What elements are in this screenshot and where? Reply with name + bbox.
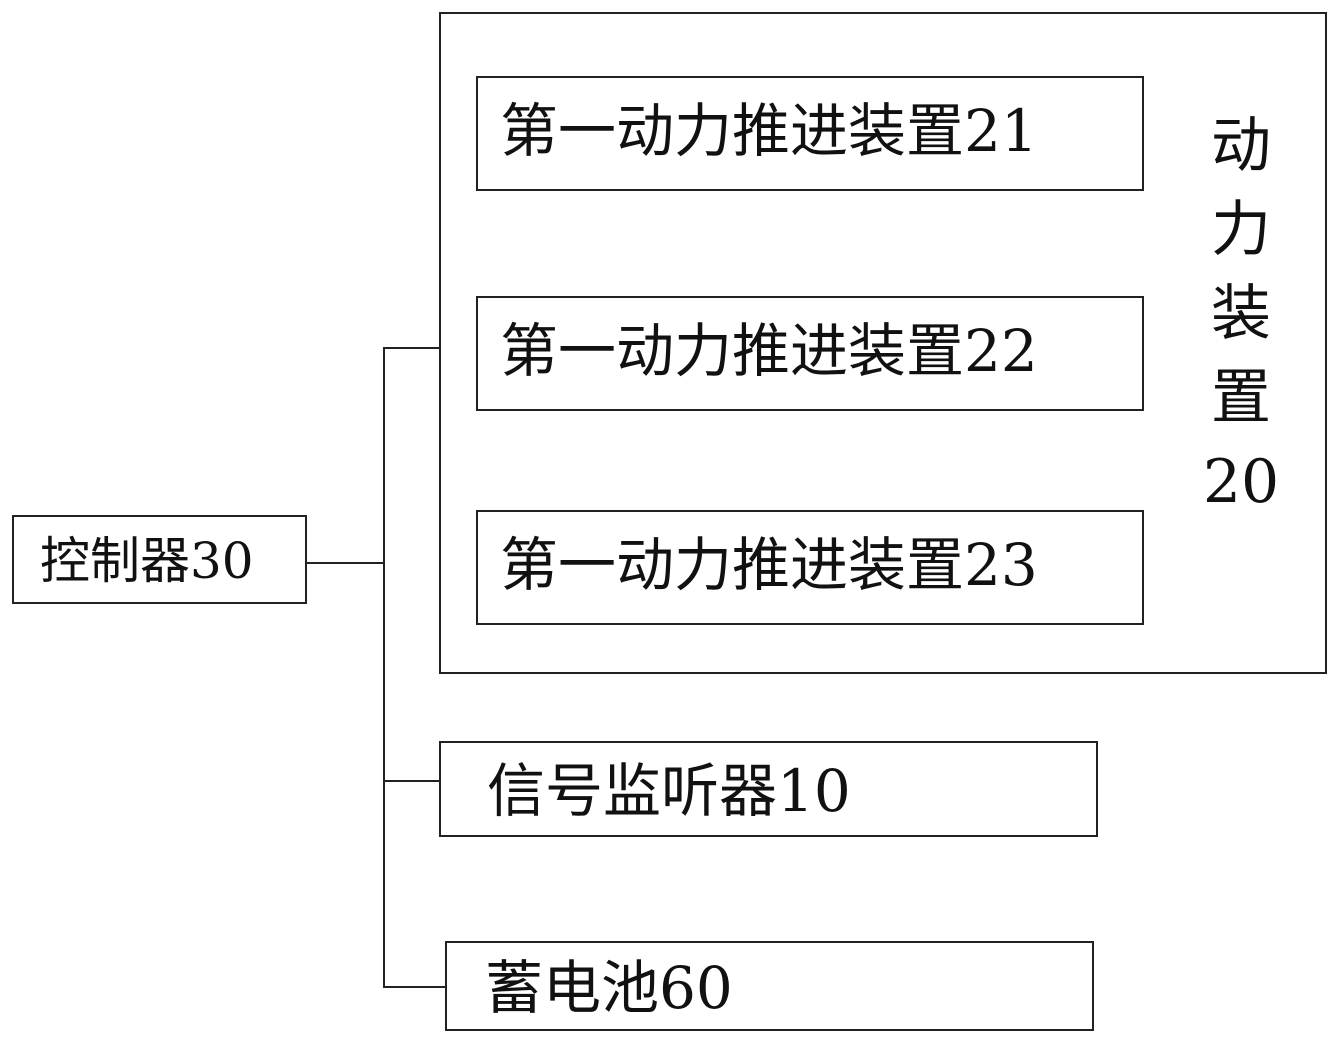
power-device-label-number: 20 [1202,447,1280,517]
propulsion-unit-label: 第一动力推进装置22 [500,317,1038,385]
propulsion-unit-label: 第一动力推进装置21 [500,97,1038,165]
power-device-label-char-3: 装 [1211,279,1271,349]
power-device-box: 第一动力推进装置21 第一动力推进装置22 第一动力推进装置23 动 力 装 置… [439,12,1327,674]
power-device-label-char-2: 力 [1211,195,1271,265]
signal-listener-connector-line [383,780,441,782]
battery-connector-line [383,986,447,988]
power-device-label-char-1: 动 [1211,111,1271,181]
propulsion-unit-22: 第一动力推进装置22 [476,296,1144,411]
propulsion-unit-label: 第一动力推进装置23 [500,531,1038,599]
battery-box: 蓄电池60 [445,941,1094,1031]
battery-label: 蓄电池60 [485,954,733,1022]
power-device-connector-line [383,347,441,349]
signal-listener-box: 信号监听器10 [439,741,1098,837]
vertical-bus-line [383,347,385,988]
controller-label: 控制器30 [40,532,254,590]
controller-connector-line [305,562,385,564]
propulsion-unit-21: 第一动力推进装置21 [476,76,1144,191]
controller-box: 控制器30 [12,515,307,604]
power-device-label-char-4: 置 [1211,363,1271,433]
signal-listener-label: 信号监听器10 [487,757,851,825]
propulsion-unit-23: 第一动力推进装置23 [476,510,1144,625]
